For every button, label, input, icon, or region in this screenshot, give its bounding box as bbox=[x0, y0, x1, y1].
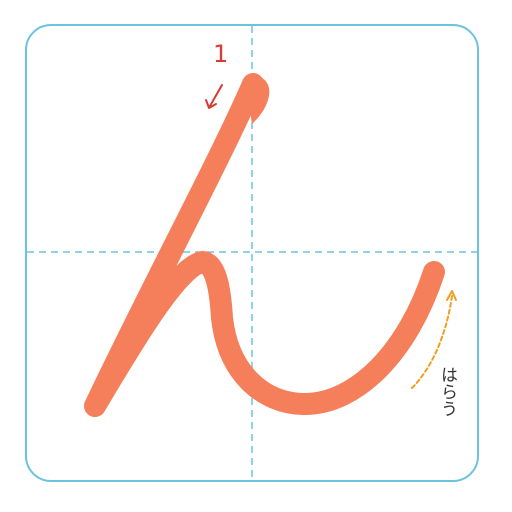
direction-arrow-icon bbox=[209, 84, 223, 107]
harau-label: はらう bbox=[437, 366, 457, 417]
stroke-number: 1 bbox=[213, 40, 229, 68]
direction-arrowhead-icon bbox=[205, 99, 217, 109]
character-stroke bbox=[84, 73, 445, 417]
sweep-indicator-icon bbox=[411, 295, 453, 389]
sweep-arrowhead-icon bbox=[446, 290, 457, 301]
practice-box-frame bbox=[25, 24, 479, 482]
stroke-start-blob bbox=[246, 76, 270, 124]
